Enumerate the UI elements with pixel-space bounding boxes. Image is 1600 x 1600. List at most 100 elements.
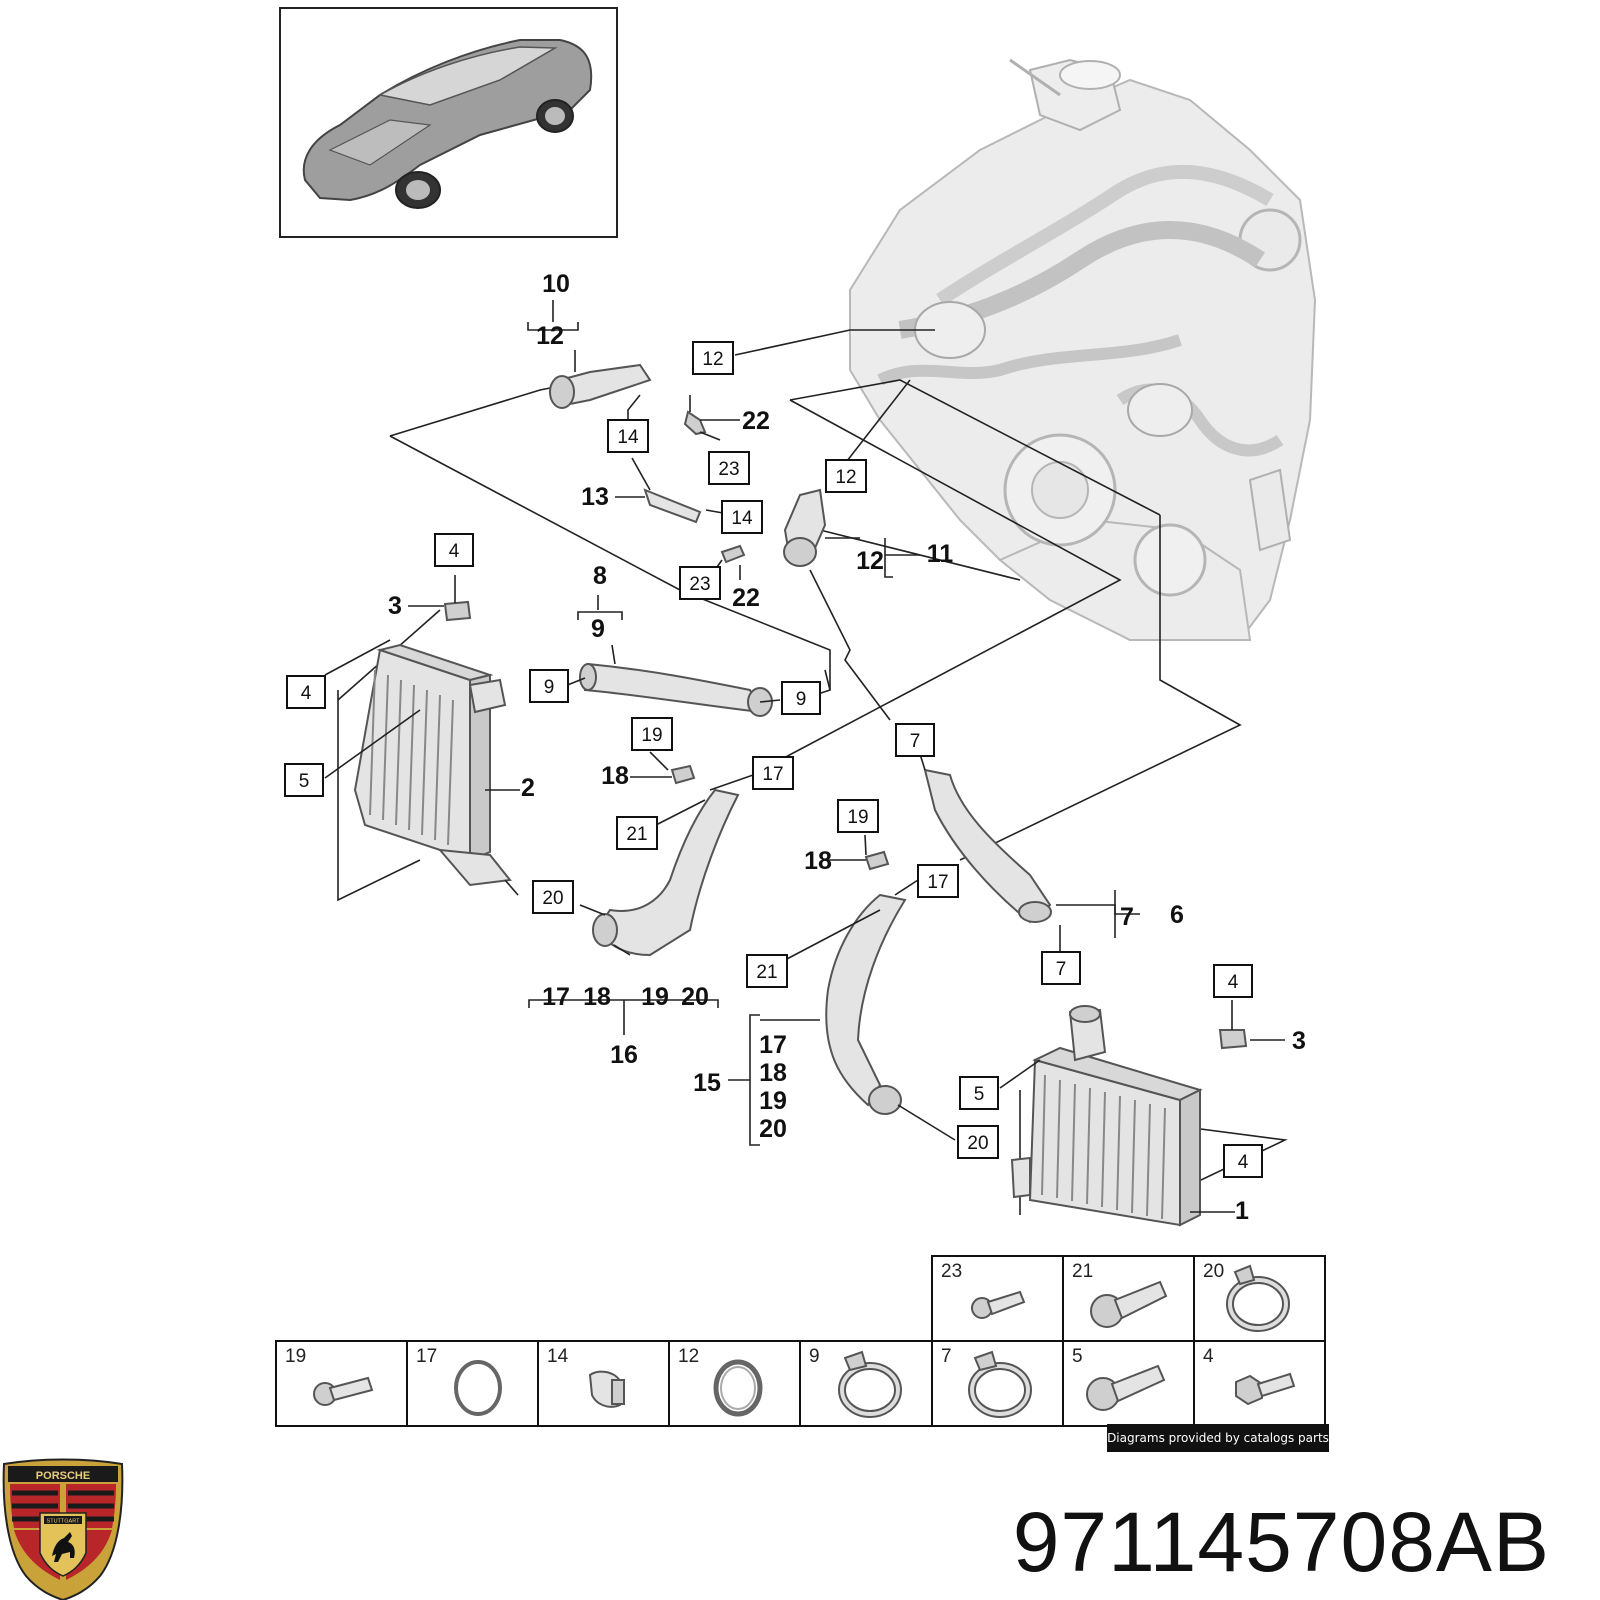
svg-text:9: 9 bbox=[796, 689, 807, 710]
engine-assembly bbox=[849, 58, 1317, 641]
svg-text:22: 22 bbox=[742, 407, 770, 435]
svg-text:PORSCHE: PORSCHE bbox=[36, 1470, 90, 1482]
part-number: 971145708AB bbox=[1012, 1495, 1550, 1589]
callout-box-21a: 21 bbox=[616, 816, 658, 850]
svg-text:17: 17 bbox=[542, 983, 570, 1011]
svg-text:STUTTGART: STUTTGART bbox=[47, 1519, 81, 1525]
svg-text:20: 20 bbox=[1203, 1261, 1224, 1282]
parts bbox=[353, 363, 1248, 1227]
svg-text:9: 9 bbox=[809, 1346, 820, 1367]
svg-text:3: 3 bbox=[1292, 1027, 1306, 1055]
callout-box-19a: 19 bbox=[631, 717, 673, 751]
callout-box-12a: 12 bbox=[692, 341, 734, 375]
svg-text:20: 20 bbox=[967, 1133, 988, 1154]
callout-box-4d: 4 bbox=[1223, 1144, 1263, 1178]
callout-box-5a: 5 bbox=[284, 763, 324, 797]
svg-text:12: 12 bbox=[856, 547, 884, 575]
svg-text:13: 13 bbox=[581, 483, 609, 511]
svg-text:23: 23 bbox=[941, 1261, 962, 1282]
svg-text:9: 9 bbox=[591, 615, 605, 643]
callout-box-17b: 17 bbox=[917, 864, 959, 898]
boxed-callouts: 12 14 23 14 12 23 4 4 9 9 5 19 17 21 7 2… bbox=[284, 341, 1263, 1178]
svg-text:4: 4 bbox=[1238, 1152, 1249, 1173]
svg-text:19: 19 bbox=[847, 807, 868, 828]
svg-text:17: 17 bbox=[927, 872, 948, 893]
callout-box-14a: 14 bbox=[607, 419, 649, 453]
callout-box-12b: 12 bbox=[825, 459, 867, 493]
svg-text:14: 14 bbox=[617, 427, 639, 448]
callout-box-7a: 7 bbox=[895, 723, 935, 757]
svg-text:4: 4 bbox=[1228, 972, 1239, 993]
svg-text:23: 23 bbox=[718, 459, 739, 480]
callout-box-20a: 20 bbox=[532, 880, 574, 914]
svg-text:17: 17 bbox=[416, 1346, 437, 1367]
svg-text:14: 14 bbox=[731, 508, 753, 529]
clamp-7-icon bbox=[968, 1350, 1032, 1418]
svg-text:18: 18 bbox=[759, 1059, 787, 1087]
intercooler-right bbox=[1010, 1005, 1203, 1227]
svg-text:4: 4 bbox=[449, 541, 460, 562]
svg-text:21: 21 bbox=[756, 962, 777, 983]
svg-text:5: 5 bbox=[974, 1084, 985, 1105]
svg-text:12: 12 bbox=[702, 349, 723, 370]
svg-text:18: 18 bbox=[601, 762, 629, 790]
svg-text:19: 19 bbox=[641, 725, 662, 746]
svg-text:7: 7 bbox=[1120, 903, 1134, 931]
svg-text:20: 20 bbox=[759, 1115, 787, 1143]
svg-text:19: 19 bbox=[641, 983, 669, 1011]
seal-17-icon bbox=[454, 1360, 502, 1416]
connection-lines bbox=[337, 329, 1288, 1215]
svg-text:5: 5 bbox=[299, 771, 310, 792]
callout-box-4b: 4 bbox=[286, 675, 326, 709]
svg-text:9: 9 bbox=[544, 677, 555, 698]
svg-text:10: 10 bbox=[542, 270, 570, 298]
bold-callouts: 10 12 22 13 12 11 22 3 8 9 2 18 17 18 19… bbox=[388, 270, 1306, 1225]
svg-text:20: 20 bbox=[542, 888, 563, 909]
bolt-21-icon bbox=[1090, 1280, 1168, 1328]
callout-box-19b: 19 bbox=[837, 799, 879, 833]
svg-text:20: 20 bbox=[681, 983, 709, 1011]
svg-text:3: 3 bbox=[388, 592, 402, 620]
svg-text:21: 21 bbox=[626, 824, 647, 845]
svg-text:19: 19 bbox=[285, 1346, 306, 1367]
bolt-5-icon bbox=[1086, 1364, 1166, 1411]
callout-box-21b: 21 bbox=[746, 954, 788, 988]
diagram-credit: Diagrams provided by catalogs parts bbox=[1107, 1424, 1329, 1452]
svg-text:16: 16 bbox=[610, 1041, 638, 1069]
svg-text:11: 11 bbox=[927, 540, 954, 568]
callout-box-14b: 14 bbox=[721, 500, 763, 534]
svg-text:17: 17 bbox=[759, 1031, 787, 1059]
svg-text:4: 4 bbox=[301, 683, 312, 704]
svg-text:15: 15 bbox=[693, 1069, 721, 1097]
svg-text:2: 2 bbox=[521, 774, 535, 802]
callout-box-7b: 7 bbox=[1041, 951, 1081, 985]
svg-text:21: 21 bbox=[1072, 1261, 1093, 1282]
callout-box-23b: 23 bbox=[679, 566, 721, 600]
svg-text:19: 19 bbox=[759, 1087, 787, 1115]
svg-text:17: 17 bbox=[762, 764, 783, 785]
clamp-9-icon bbox=[838, 1350, 902, 1418]
intercooler-left bbox=[353, 643, 512, 887]
callout-box-9a: 9 bbox=[529, 669, 569, 703]
svg-text:18: 18 bbox=[583, 983, 611, 1011]
callout-box-4c: 4 bbox=[1213, 964, 1253, 998]
leader-lines bbox=[324, 300, 1285, 1213]
svg-text:7: 7 bbox=[910, 731, 921, 752]
clamp-14-icon bbox=[588, 1370, 625, 1408]
svg-text:4: 4 bbox=[1203, 1346, 1214, 1367]
svg-text:7: 7 bbox=[941, 1346, 952, 1367]
bolt-4-icon bbox=[1235, 1372, 1296, 1406]
svg-text:14: 14 bbox=[547, 1346, 569, 1367]
svg-text:18: 18 bbox=[804, 847, 832, 875]
svg-text:22: 22 bbox=[732, 584, 760, 612]
callout-box-9b: 9 bbox=[781, 681, 821, 715]
svg-text:1: 1 bbox=[1235, 1197, 1249, 1225]
svg-text:5: 5 bbox=[1072, 1346, 1083, 1367]
callout-box-4a: 4 bbox=[434, 533, 474, 567]
svg-text:23: 23 bbox=[689, 574, 710, 595]
callout-box-23a: 23 bbox=[708, 451, 750, 485]
porsche-crest-logo: PORSCHE STUTTGART bbox=[2, 1458, 124, 1600]
svg-text:12: 12 bbox=[678, 1346, 699, 1367]
seal-12-icon bbox=[713, 1359, 763, 1417]
